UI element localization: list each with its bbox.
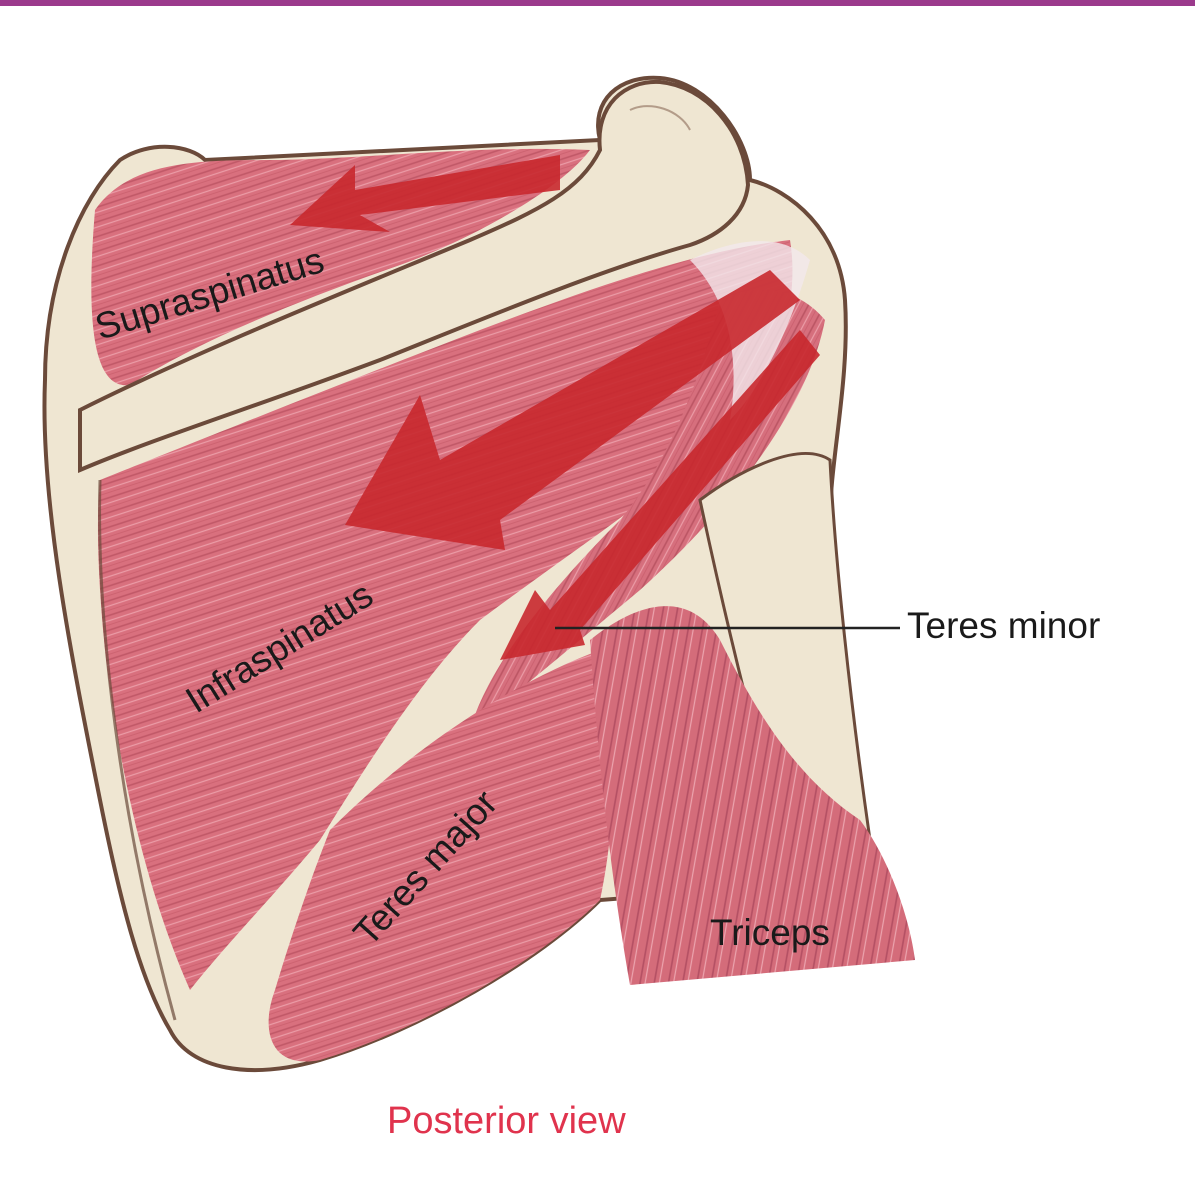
teres-minor-arrow: [500, 330, 820, 660]
label-teres-minor: Teres minor: [907, 605, 1100, 646]
triceps-muscle: [590, 606, 915, 985]
acromion-detail: [629, 105, 691, 131]
teres-major-muscle: [268, 650, 614, 1062]
scapular-spine: [78, 79, 751, 474]
infraspinatus-arrow: [345, 270, 800, 550]
label-triceps: Triceps: [710, 912, 830, 953]
humerus-bone: [698, 452, 872, 862]
caption-posterior-view: Posterior view: [387, 1100, 626, 1142]
supraspinatus-arrow: [290, 155, 560, 232]
scapula-medial-border: [98, 479, 177, 1021]
supraspinatus-muscle: [91, 148, 590, 386]
top-rule: [0, 0, 1195, 6]
